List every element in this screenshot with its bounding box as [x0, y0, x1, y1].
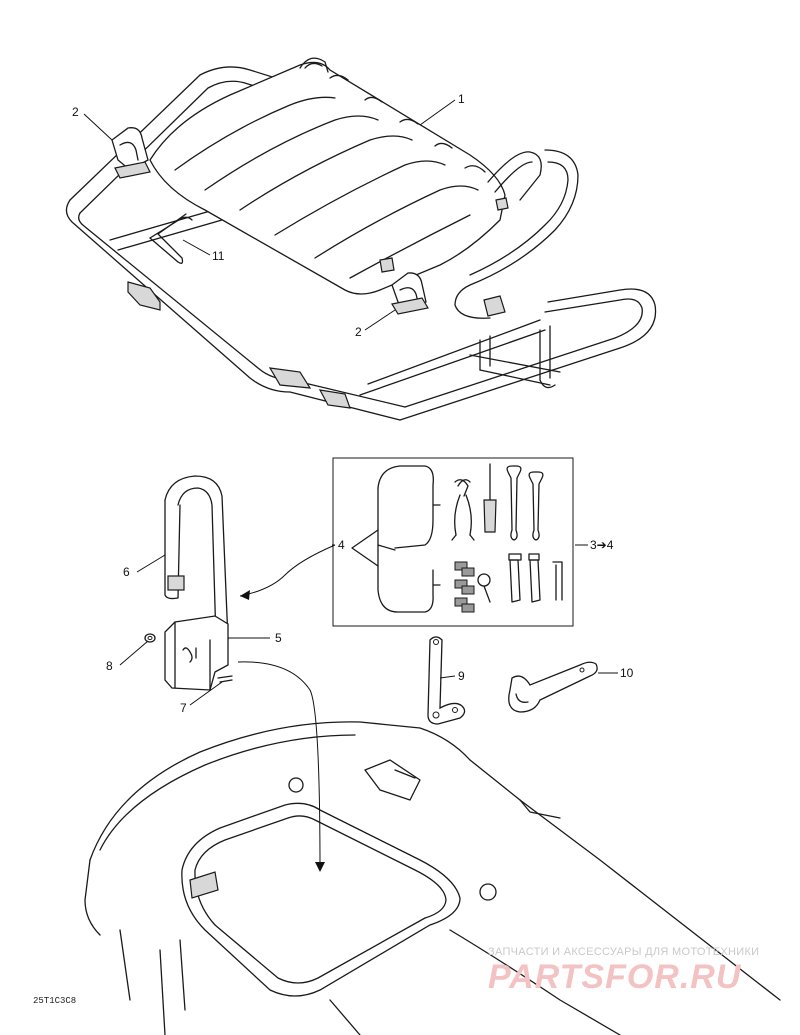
fuse-set — [454, 561, 475, 613]
tie-down-hook-lower — [391, 272, 429, 315]
callout-10: 10 — [620, 666, 634, 680]
spanner-tool — [427, 636, 466, 725]
rack-bag — [149, 57, 579, 319]
callout-4: 4 — [338, 538, 345, 552]
tool-kit-bracket — [144, 615, 233, 691]
callout-2-lower: 2 — [355, 325, 362, 339]
callout-6: 6 — [123, 565, 130, 579]
callout-7: 7 — [180, 701, 187, 715]
watermark-logo: PARTSFOR.RU — [488, 958, 742, 996]
callout-1: 1 — [458, 92, 465, 106]
drawing-code: 25T1C3C8 — [33, 996, 76, 1006]
callout-2-upper: 2 — [72, 105, 79, 119]
callout-11: 11 — [212, 249, 225, 263]
callout-leaders — [83, 99, 618, 872]
hook-wrench — [508, 661, 598, 713]
hex-key — [149, 213, 193, 264]
tie-down-hook-upper — [111, 127, 151, 179]
tool-kit-holder-strap — [164, 475, 229, 641]
callout-9: 9 — [458, 669, 465, 683]
tool-kit-box — [332, 457, 574, 627]
callout-8: 8 — [106, 659, 113, 673]
luggage-rack-frame — [65, 66, 657, 421]
callout-3-4: 3➔4 — [590, 538, 614, 552]
callout-5: 5 — [275, 631, 282, 645]
watermark-tagline: ЗАПЧАСТИ И АКСЕССУАРЫ ДЛЯ МОТОТЕХНИКИ — [488, 946, 759, 958]
vehicle-rear-body — [84, 721, 781, 1035]
